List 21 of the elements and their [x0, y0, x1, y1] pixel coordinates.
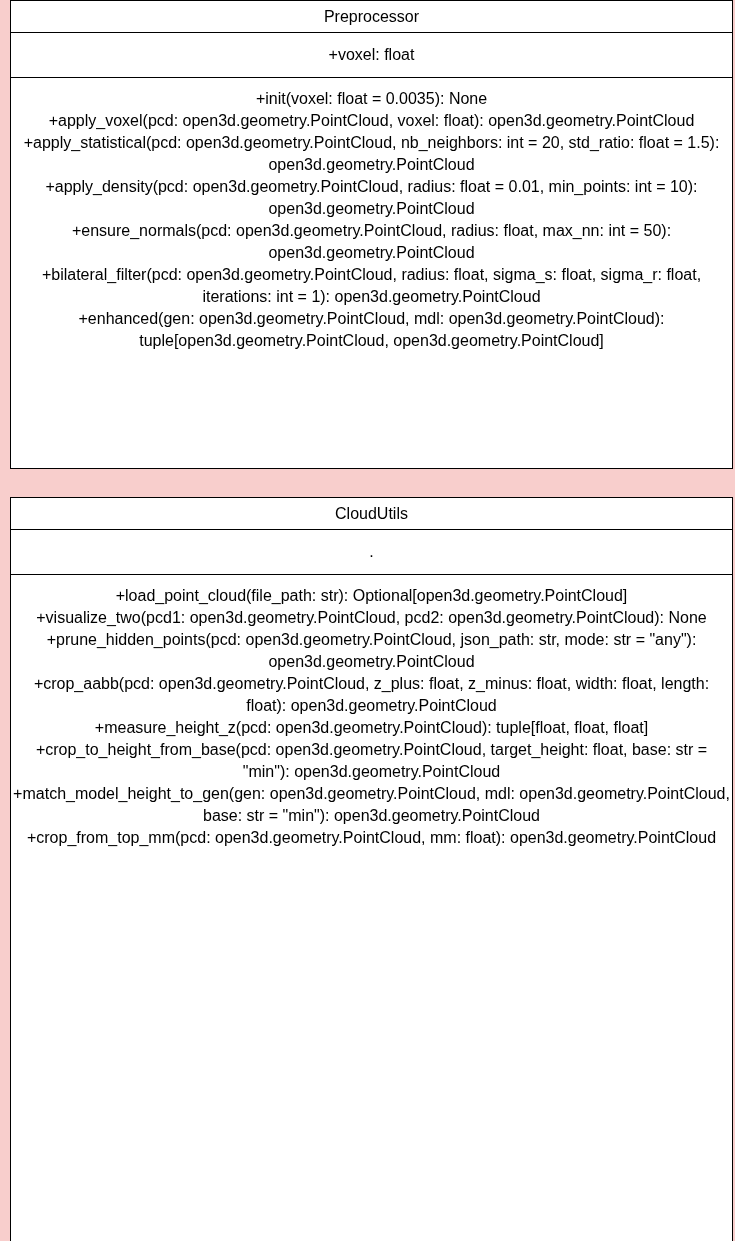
- method-signature: +enhanced(gen: open3d.geometry.PointCloud, mdl: open3d.geometry.PointCloud): tuple[open3d.geometry.PointCloud, open3d.geometry.PointCloud]: [77, 309, 666, 351]
- class-name: CloudUtils: [335, 505, 408, 522]
- method-signature: +ensure_normals(pcd: open3d.geometry.PointCloud, radius: float, max_nn: int = 50): open3d.geometry.PointCloud: [70, 221, 673, 263]
- class-name: Preprocessor: [323, 8, 420, 25]
- method-signature: +crop_aabb(pcd: open3d.geometry.PointCloud, z_plus: float, z_minus: float, width: float, length: float): open3d.geometry.PointCloud: [32, 674, 711, 716]
- attribute-text: .: [369, 543, 374, 560]
- method-signature: +apply_voxel(pcd: open3d.geometry.PointCloud, voxel: float): open3d.geometry.PointCloud: [47, 111, 696, 131]
- method-signature: +crop_to_height_from_base(pcd: open3d.geometry.PointCloud, target_height: float, base: str = "min"): open3d.geometry.PointCloud: [34, 740, 709, 782]
- method-signature: +prune_hidden_points(pcd: open3d.geometry.PointCloud, json_path: str, mode: str = "any"): open3d.geometry.PointCloud: [45, 630, 698, 672]
- method-signature: +apply_statistical(pcd: open3d.geometry.PointCloud, nb_neighbors: int = 20, std_ratio: float = 1.5): open3d.geometry.PointCloud: [22, 133, 721, 175]
- method-signature: +load_point_cloud(file_path: str): Optional[open3d.geometry.PointCloud]: [114, 586, 629, 606]
- class-box: [10, 497, 733, 1241]
- attribute-text: +voxel: float: [328, 46, 415, 63]
- method-signature: +apply_density(pcd: open3d.geometry.PointCloud, radius: float = 0.01, min_points: int = 10): open3d.geometry.PointCloud: [44, 177, 699, 219]
- method-signature: +bilateral_filter(pcd: open3d.geometry.PointCloud, radius: float, sigma_s: float, sigma_r: float, iterations: int = 1): open3d.geometry.PointCloud: [40, 265, 703, 307]
- method-signature: +match_model_height_to_gen(gen: open3d.geometry.PointCloud, mdl: open3d.geometry.PointCloud, base: str = "min"): open3d.geometry.PointCloud: [12, 784, 731, 826]
- method-signature: +visualize_two(pcd1: open3d.geometry.PointCloud, pcd2: open3d.geometry.PointCloud): None: [35, 608, 708, 628]
- method-signature: +init(voxel: float = 0.0035): None: [254, 89, 489, 109]
- method-signature: +measure_height_z(pcd: open3d.geometry.PointCloud): tuple[float, float, float]: [93, 718, 650, 738]
- method-signature: +crop_from_top_mm(pcd: open3d.geometry.PointCloud, mm: float): open3d.geometry.PointCloud: [25, 828, 718, 848]
- class-box: [10, 0, 733, 469]
